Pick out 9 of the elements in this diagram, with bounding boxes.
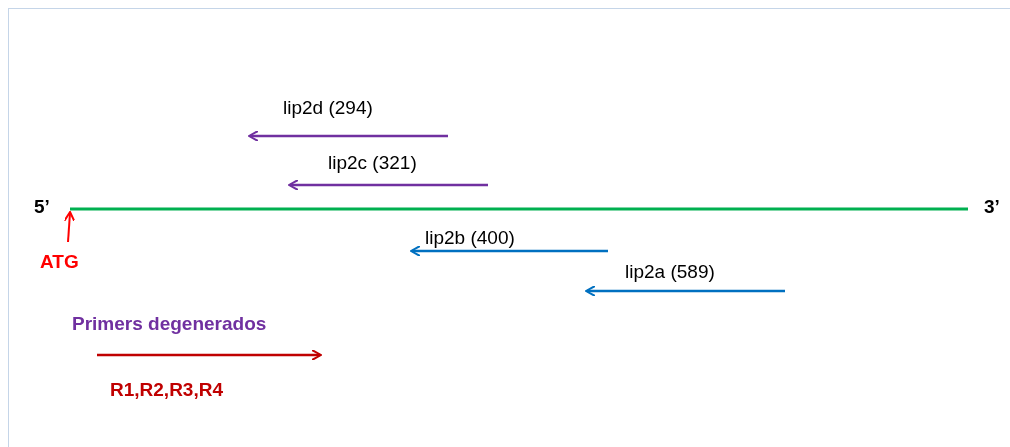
- primer-label: lip2d (294): [283, 97, 373, 119]
- legend-title: Primers degenerados: [72, 313, 267, 335]
- strand-end-label: 3’: [984, 196, 1000, 218]
- primer-label: lip2c (321): [328, 152, 417, 174]
- primer-label: lip2b (400): [425, 227, 515, 249]
- start-codon-label: ATG: [40, 251, 79, 273]
- primer-label: R1,R2,R3,R4: [110, 379, 223, 401]
- primer-label: lip2a (589): [625, 261, 715, 283]
- strand-end-label: 5’: [34, 196, 50, 218]
